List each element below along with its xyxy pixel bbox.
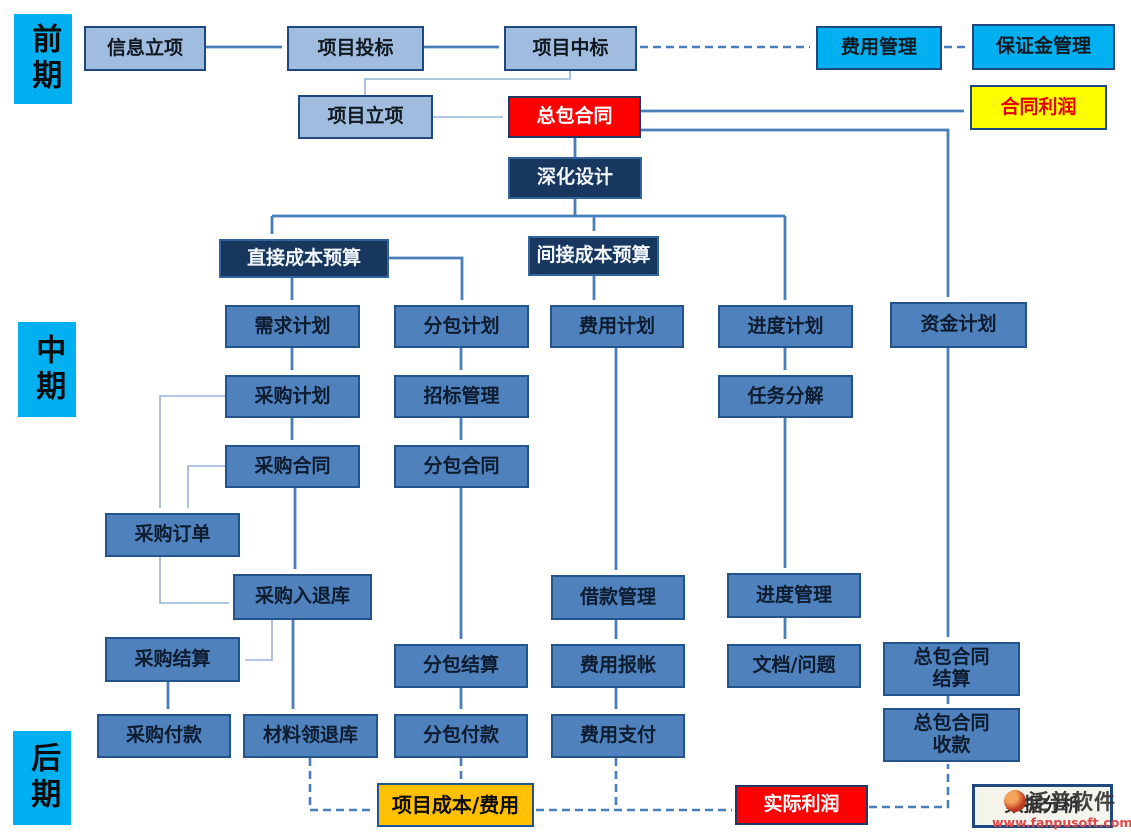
box-detailed-design: 深化设计 [508,157,642,199]
edge-purchasecontract-to-order [187,465,227,508]
box-gc-receipt: 总包合同 收款 [883,708,1020,762]
edge-purchaseplan-to-order [159,395,227,508]
box-expense-payment: 费用支付 [551,714,685,758]
box-task-breakdown: 任务分解 [718,375,853,418]
box-expense-mgmt: 费用管理 [816,26,942,70]
box-fund-plan: 资金计划 [890,302,1027,348]
box-data-analysis: 数据分析 [972,784,1113,828]
box-loan-mgmt: 借款管理 [551,575,685,620]
box-contract-profit: 合同利润 [970,85,1107,130]
fanpusoft-watermark: 泛普软件 www.fanpusoft.com [992,786,1131,830]
box-project-initiation: 项目立项 [298,95,433,139]
box-project-bidding: 项目投标 [287,26,424,71]
box-subcontract-payment: 分包付款 [394,714,528,758]
box-info-initiation: 信息立项 [84,26,206,71]
box-phase-early: 前期 [14,14,72,104]
edge-order-to-inout [159,557,229,604]
box-actual-profit: 实际利润 [735,785,868,825]
edge-win-to-initiation [364,71,571,95]
edge-inout-to-settle [245,620,273,661]
watermark-url-text: www.fanpusoft.com [992,815,1131,830]
box-purchase-settle: 采购结算 [105,637,240,682]
box-subcontract-plan: 分包计划 [394,305,529,348]
box-subcontract-settle: 分包结算 [394,644,528,688]
box-project-win: 项目中标 [504,26,637,71]
watermark-brand-text: 泛普软件 [1028,790,1116,814]
box-general-contract: 总包合同 [508,96,641,138]
box-deposit-mgmt: 保证金管理 [972,24,1115,70]
watermark-brand-row: 泛普软件 [992,786,1128,816]
fanpu-logo-icon [1004,790,1026,812]
box-phase-late: 后期 [13,731,71,825]
box-schedule-plan: 进度计划 [718,305,853,348]
box-direct-cost-budget: 直接成本预算 [219,239,389,278]
box-demand-plan: 需求计划 [225,305,360,348]
box-tender-mgmt: 招标管理 [394,375,529,418]
box-purchase-order: 采购订单 [105,513,240,557]
box-purchase-inout: 采购入退库 [233,574,372,620]
box-indirect-cost-budget: 间接成本预算 [528,236,659,276]
box-expense-plan: 费用计划 [550,305,684,348]
box-purchase-payment: 采购付款 [97,714,231,758]
edge-actualprofit-to-gcreceipt [869,764,950,809]
edge-contract-to-fundplan [641,128,950,297]
box-expense-report: 费用报帐 [551,644,685,688]
box-docs-issues: 文档/问题 [727,644,861,688]
box-purchase-contract: 采购合同 [225,445,360,488]
box-subcontract-contract: 分包合同 [394,445,529,488]
box-schedule-mgmt: 进度管理 [727,573,861,618]
box-material-inout: 材料领退库 [243,714,378,758]
box-phase-middle: 中期 [18,322,76,417]
edge-material-to-cost [308,758,374,812]
box-gc-settlement: 总包合同 结算 [883,642,1020,696]
box-project-cost: 项目成本/费用 [377,783,534,827]
edge-directbudget-to-subplan [389,256,464,300]
box-purchase-plan: 采购计划 [225,375,360,418]
